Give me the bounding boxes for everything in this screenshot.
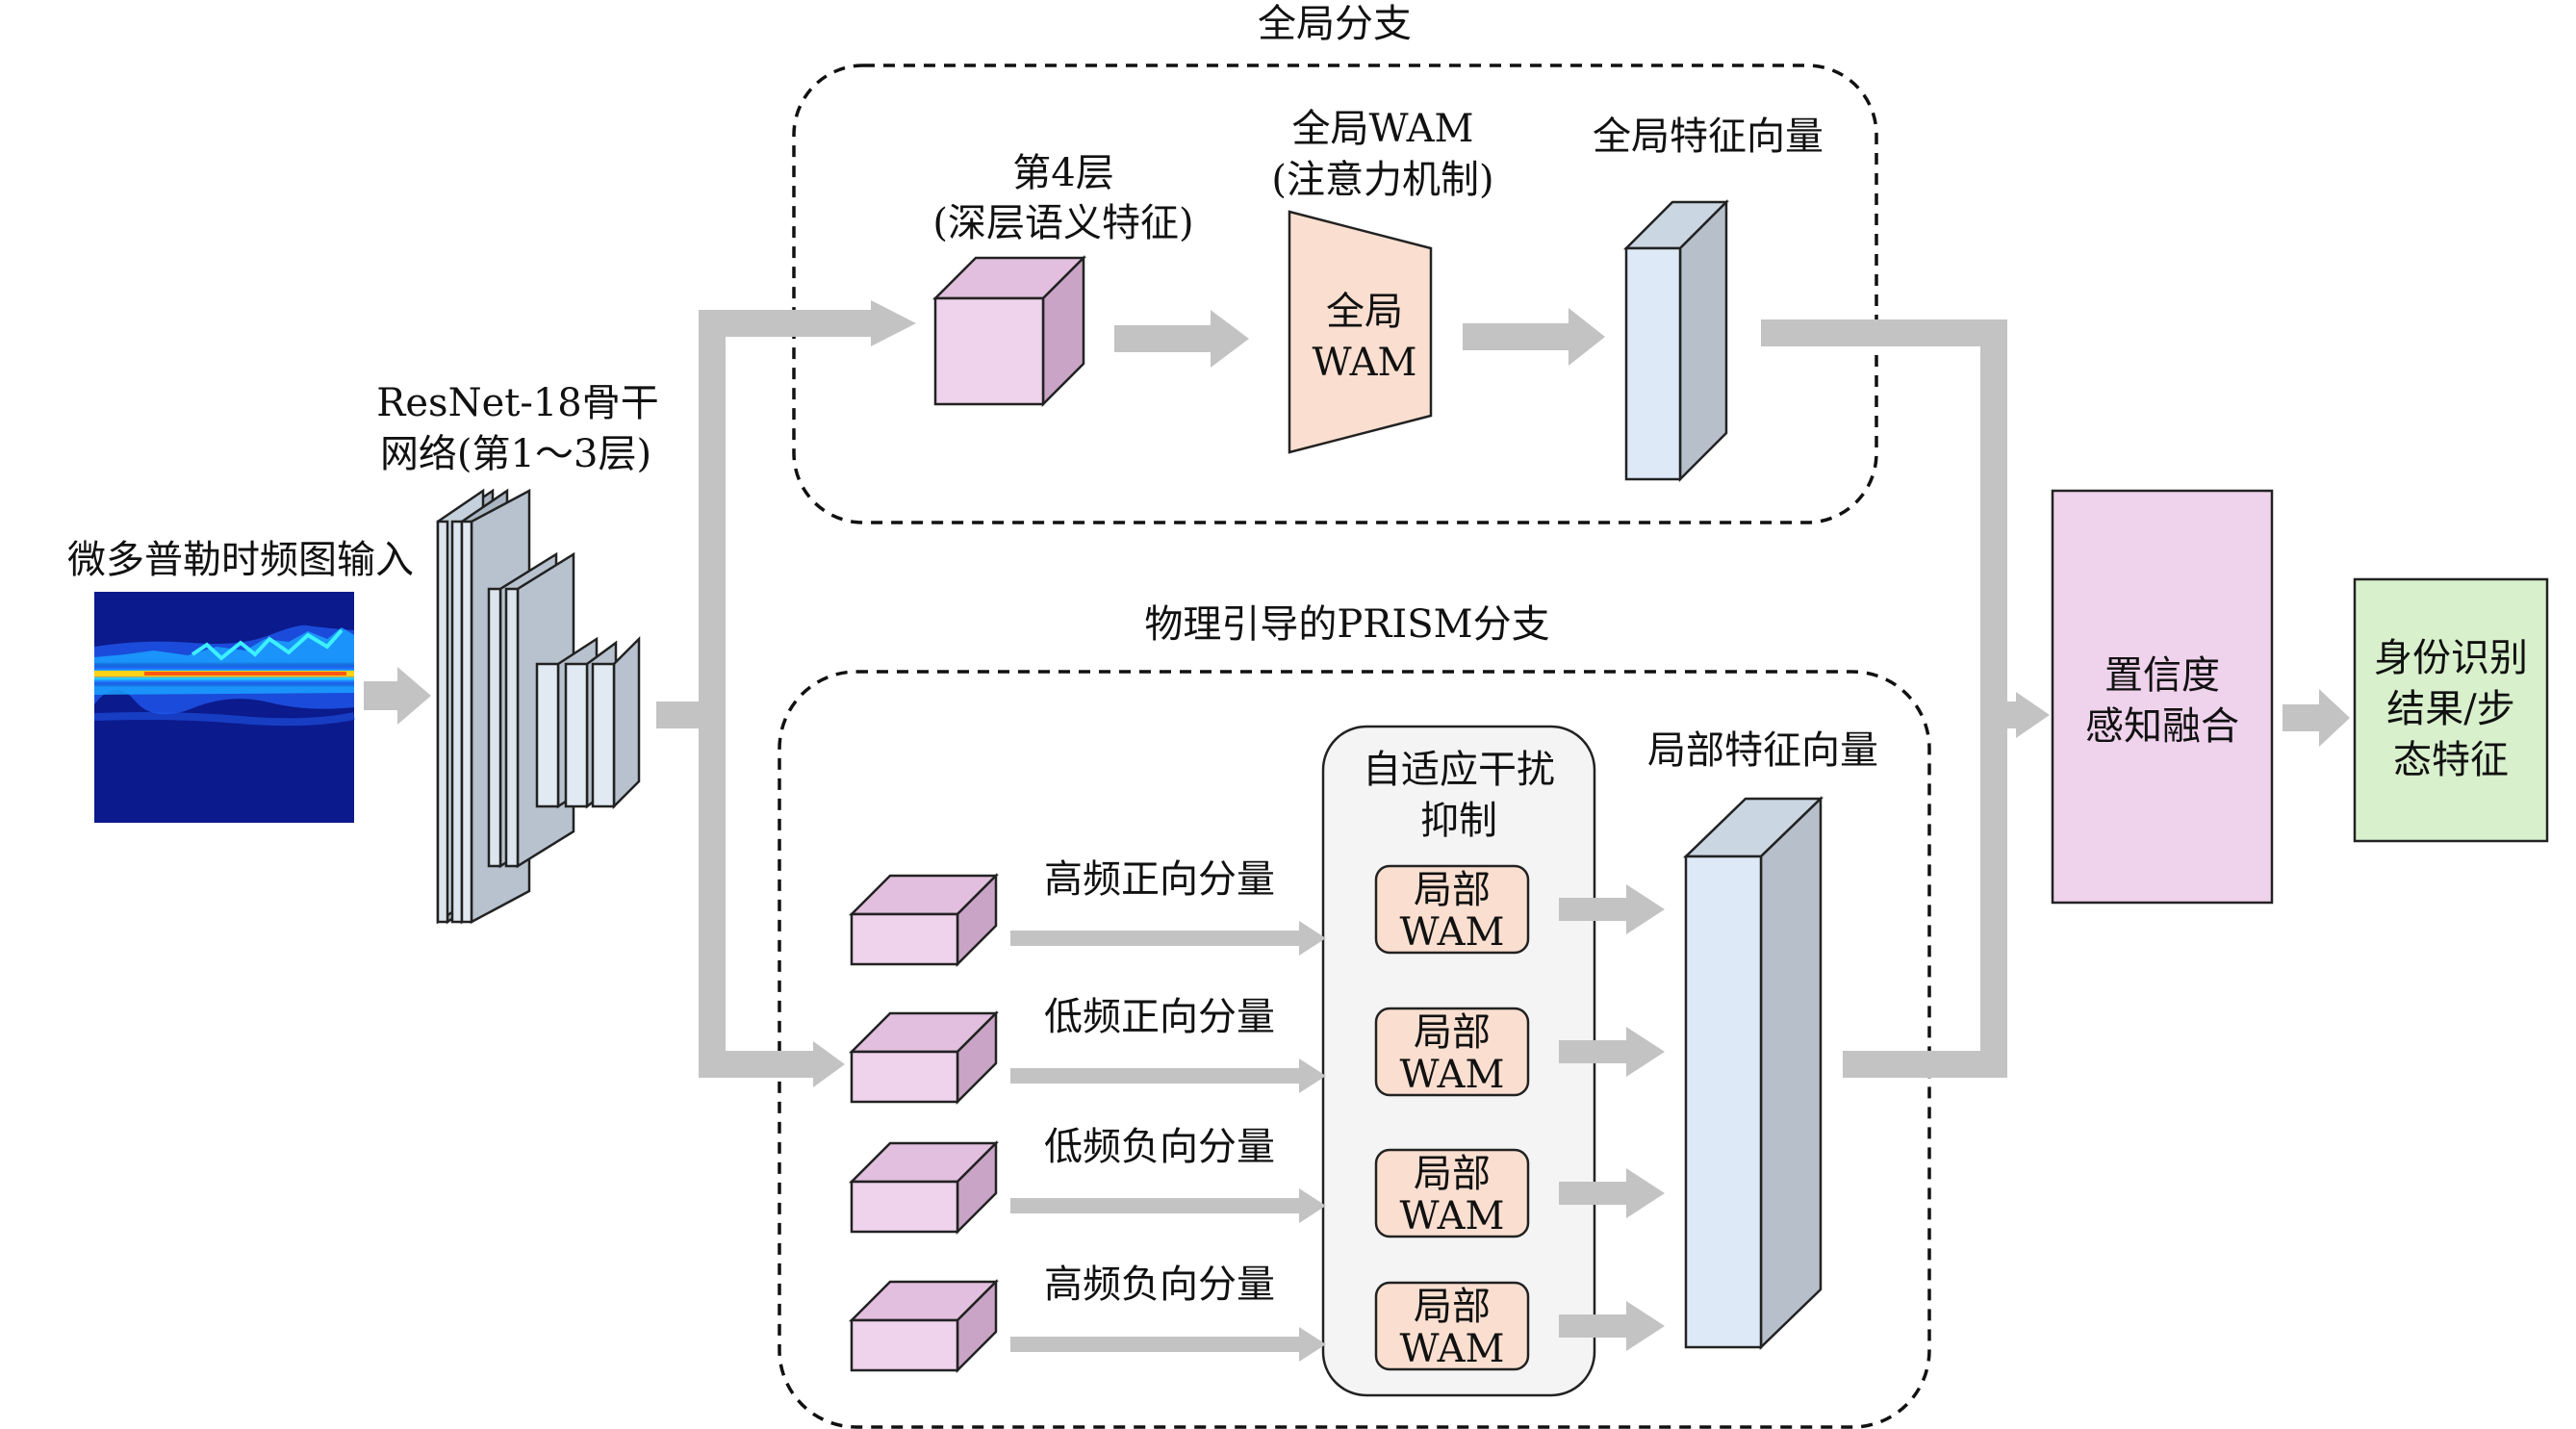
local-wam-line2: WAM — [1400, 1194, 1505, 1238]
prism-component-block — [848, 872, 1000, 968]
local-wam-line1: 局部 — [1414, 1010, 1491, 1055]
arrow-wam-to-local-vector — [1559, 1168, 1665, 1218]
prism-component-label: 低频正向分量 — [1044, 995, 1275, 1039]
arrow-to-fusion — [2016, 692, 2050, 738]
output-line1: 身份识别 — [2374, 636, 2528, 680]
backbone-label-line2: 网络(第1～3层) — [380, 432, 651, 476]
layer4-block — [931, 254, 1087, 408]
arrow-fusion-to-output — [2283, 689, 2350, 747]
arrow-component-to-wam — [1010, 1059, 1326, 1093]
backbone-stack — [436, 488, 641, 925]
arrow-input-to-backbone — [364, 667, 431, 725]
backbone-label-line1: ResNet-18骨干 — [376, 381, 658, 425]
connector-pipes — [656, 310, 2016, 1078]
local-wam-line2: WAM — [1400, 910, 1505, 955]
global-wam-label-line2: (注意力机制) — [1271, 158, 1493, 202]
arrow-to-layer4 — [871, 300, 916, 346]
arrow-wam-to-local-vector — [1559, 1301, 1665, 1351]
local-wam-box — [1374, 1007, 1530, 1097]
arrow-component-to-wam — [1010, 1188, 1326, 1223]
suppression-label-line1: 自适应干扰 — [1363, 748, 1555, 792]
prism-component-label: 高频正向分量 — [1044, 857, 1275, 902]
local-feature-vector — [1682, 796, 1824, 1350]
local-wam-box — [1374, 864, 1530, 955]
prism-component-block — [848, 1278, 1000, 1374]
local-wam-line1: 局部 — [1414, 868, 1491, 912]
global-vector-label: 全局特征向量 — [1593, 115, 1824, 159]
layer4-label-line1: 第4层 — [1012, 151, 1113, 195]
input-label: 微多普勒时频图输入 — [67, 538, 414, 582]
prism-component-label: 高频负向分量 — [1044, 1263, 1275, 1307]
global-wam-block — [1288, 210, 1433, 454]
arrow-wam-to-global-vector — [1463, 308, 1605, 366]
prism-component-block — [848, 1139, 1000, 1236]
suppression-label-line2: 抑制 — [1420, 799, 1497, 843]
global-wam-inner-line1: 全局 — [1326, 290, 1403, 334]
arrow-component-to-wam — [1010, 1327, 1326, 1362]
local-wam-box — [1374, 1281, 1530, 1371]
output-line2: 结果/步 — [2386, 687, 2514, 731]
arrow-layer4-to-wam — [1114, 310, 1249, 368]
arrow-component-to-wam — [1010, 921, 1326, 956]
local-vector-label: 局部特征向量 — [1647, 728, 1878, 773]
local-wam-line1: 局部 — [1414, 1152, 1491, 1196]
arrow-wam-to-local-vector — [1559, 1027, 1665, 1077]
prism-branch-region — [778, 670, 1931, 1429]
local-wam-line1: 局部 — [1414, 1285, 1491, 1329]
global-feature-vector — [1622, 198, 1730, 483]
output-line3: 态特征 — [2393, 738, 2509, 782]
global-wam-inner-line2: WAM — [1313, 341, 1417, 385]
fusion-line1: 置信度 — [2104, 653, 2220, 698]
prism-branch-title: 物理引导的PRISM分支 — [1144, 602, 1549, 647]
arrow-to-prism — [813, 1041, 845, 1087]
local-wam-line2: WAM — [1400, 1327, 1505, 1371]
fusion-box — [2051, 489, 2274, 905]
layer4-label-line2: (深层语义特征) — [932, 201, 1193, 245]
arrow-wam-to-local-vector — [1559, 884, 1665, 934]
global-branch-region — [792, 64, 1878, 524]
spectrogram-image — [93, 592, 355, 823]
local-wam-line2: WAM — [1400, 1053, 1505, 1097]
fusion-line2: 感知融合 — [2085, 704, 2239, 749]
prism-component-block — [848, 1009, 1000, 1106]
global-wam-label-line1: 全局WAM — [1292, 107, 1474, 151]
local-wam-box — [1374, 1148, 1530, 1238]
prism-component-label: 低频负向分量 — [1044, 1125, 1275, 1169]
output-box — [2353, 577, 2549, 843]
global-branch-title: 全局分支 — [1258, 2, 1412, 46]
